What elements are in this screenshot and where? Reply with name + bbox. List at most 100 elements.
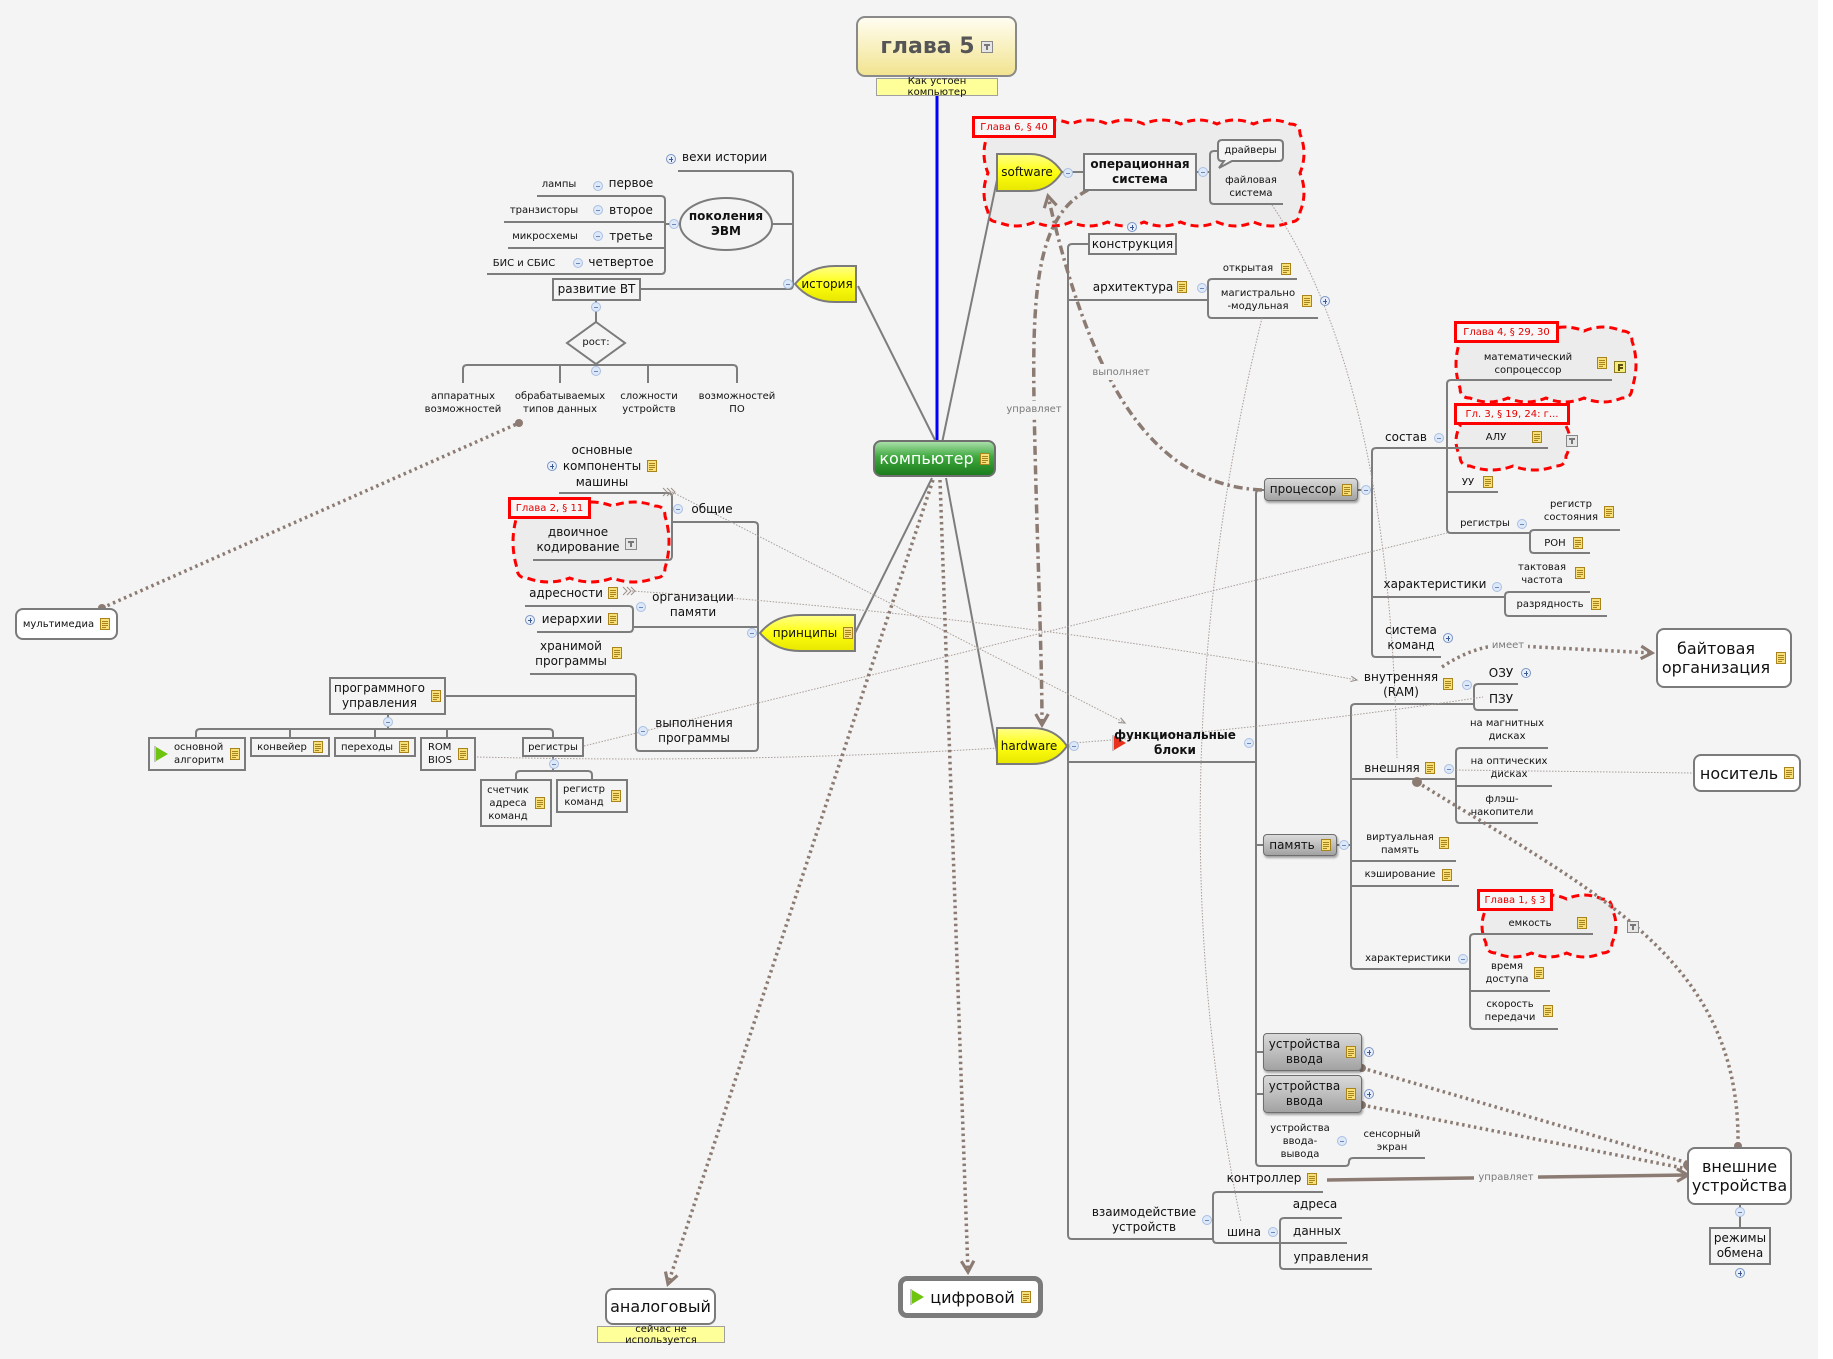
- topic-generation[interactable]: первое: [608, 176, 654, 190]
- note-icon[interactable]: [1443, 678, 1453, 690]
- note-icon[interactable]: [1776, 652, 1787, 664]
- topic-general[interactable]: общие: [691, 501, 733, 516]
- topic-generations[interactable]: поколения ЭВМ: [688, 209, 764, 238]
- collapse-icon[interactable]: [1268, 1227, 1278, 1237]
- topic-execution[interactable]: выполнения программы: [655, 716, 733, 745]
- collapse-icon[interactable]: [783, 279, 793, 289]
- collapse-icon[interactable]: [747, 628, 757, 638]
- topic-open-architecture[interactable]: открытая: [1222, 262, 1274, 274]
- topic-memory-organization[interactable]: организации памяти: [652, 590, 734, 619]
- collapse-icon[interactable]: [1339, 840, 1349, 850]
- topic-hierarchy[interactable]: иерархии: [541, 612, 603, 626]
- expand-icon[interactable]: [666, 154, 676, 164]
- topic-status-register[interactable]: регистр состояния: [1543, 499, 1599, 523]
- note-icon[interactable]: [1573, 537, 1583, 549]
- topic-composition[interactable]: состав: [1385, 430, 1427, 444]
- topic-magnetic-disks[interactable]: на магнитных дисках: [1470, 718, 1544, 742]
- text-note-icon[interactable]: [1566, 435, 1579, 447]
- topic-generation[interactable]: второе: [609, 203, 653, 217]
- topic-pipeline[interactable]: конвейер: [250, 737, 330, 757]
- note-icon[interactable]: [1320, 839, 1331, 851]
- topic-exchange-modes[interactable]: режимы обмена: [1709, 1227, 1771, 1265]
- topic-jumps[interactable]: переходы: [334, 737, 416, 757]
- topic-multimedia[interactable]: мультимедиа: [15, 608, 118, 640]
- relationship-line[interactable]: [631, 590, 1359, 683]
- note-icon[interactable]: [1281, 263, 1291, 275]
- topic-growth[interactable]: рост:: [582, 337, 610, 348]
- collapse-icon[interactable]: [549, 759, 559, 769]
- topic-internal-memory[interactable]: внутренняя (RAM): [1363, 670, 1439, 699]
- note-icon[interactable]: [1543, 1005, 1553, 1017]
- topic-control-bus[interactable]: управления: [1293, 1250, 1369, 1264]
- topic-rom[interactable]: ПЗУ: [1488, 692, 1514, 706]
- expand-icon[interactable]: [1127, 222, 1137, 232]
- topic-generation[interactable]: третье: [609, 229, 653, 243]
- topic-history[interactable]: история: [801, 276, 853, 291]
- topic-milestones[interactable]: вехи истории: [682, 149, 768, 164]
- collapse-icon[interactable]: [669, 219, 679, 229]
- link-chevron-icon[interactable]: [622, 586, 636, 596]
- topic-memory[interactable]: память: [1263, 834, 1337, 856]
- relationship-line[interactable]: [476, 696, 1484, 760]
- collapse-icon[interactable]: [591, 366, 601, 376]
- topic-generation-base[interactable]: транзисторы: [509, 205, 579, 216]
- topic-growth-aspect[interactable]: аппаратных возможностей: [424, 391, 502, 415]
- note-icon[interactable]: [610, 790, 621, 802]
- topic-external-memory[interactable]: внешняя: [1364, 761, 1420, 775]
- note-icon[interactable]: [534, 797, 545, 809]
- topic-input-devices[interactable]: устройства ввода: [1263, 1033, 1362, 1071]
- relationship-executes[interactable]: [1042, 192, 1263, 492]
- boundary-coprocessor[interactable]: [1454, 325, 1638, 404]
- note-icon[interactable]: [1346, 1088, 1357, 1100]
- topic-external-devices[interactable]: внешние устройства: [1687, 1147, 1792, 1205]
- topic-device-interaction[interactable]: взаимодействие устройств: [1091, 1205, 1197, 1234]
- note-icon[interactable]: [1307, 1173, 1317, 1185]
- collapse-icon[interactable]: [591, 302, 601, 312]
- collapse-icon[interactable]: [1244, 738, 1254, 748]
- note-icon[interactable]: [612, 647, 622, 659]
- topic-ram[interactable]: ОЗУ: [1488, 666, 1514, 680]
- collapse-icon[interactable]: [1462, 680, 1472, 690]
- topic-instruction-register[interactable]: регистр команд: [556, 779, 628, 813]
- topic-growth-aspect[interactable]: сложности устройств: [620, 391, 678, 415]
- note-icon[interactable]: [399, 741, 410, 753]
- note-icon[interactable]: [1020, 1291, 1031, 1303]
- topic-functional-blocks[interactable]: функциональные блоки: [1114, 728, 1236, 757]
- note-icon[interactable]: [647, 460, 657, 472]
- topic-generation-base[interactable]: БИС и СБИС: [492, 258, 556, 269]
- note-icon[interactable]: [458, 748, 469, 760]
- relationship-line[interactable]: [671, 491, 1127, 724]
- note-icon[interactable]: [312, 741, 323, 753]
- note-icon[interactable]: [843, 627, 854, 639]
- note-icon[interactable]: [431, 690, 442, 702]
- topic-development[interactable]: развитие ВТ: [552, 278, 641, 301]
- topic-main-algorithm[interactable]: основной алгоритм: [148, 737, 246, 771]
- topic-binary-coding[interactable]: двоичное кодирование: [536, 525, 620, 554]
- topic-cpu-registers[interactable]: регистры: [1460, 517, 1510, 529]
- topic-transfer-rate[interactable]: скорость передачи: [1484, 999, 1536, 1023]
- topic-optical-disks[interactable]: на оптических дисках: [1470, 756, 1548, 780]
- relationship-digital[interactable]: [938, 479, 976, 1276]
- topic-main-components[interactable]: основные компоненты машины: [562, 443, 642, 489]
- topic-software[interactable]: software: [1001, 165, 1053, 179]
- collapse-icon[interactable]: [1197, 283, 1207, 293]
- text-note-icon[interactable]: [980, 40, 993, 53]
- topic-construction[interactable]: конструкция: [1088, 233, 1177, 255]
- text-note-icon[interactable]: [1627, 921, 1640, 933]
- note-icon[interactable]: [1534, 967, 1544, 979]
- note-icon[interactable]: [1442, 869, 1452, 881]
- topic-data-bus[interactable]: данных: [1293, 1224, 1341, 1238]
- note-icon[interactable]: [1346, 1046, 1357, 1058]
- topic-analog[interactable]: аналоговый: [605, 1288, 716, 1325]
- topic-control-unit[interactable]: УУ: [1461, 476, 1475, 488]
- boundary-binary-coding[interactable]: [511, 500, 671, 584]
- topic-touchscreen[interactable]: сенсорный экран: [1363, 1129, 1421, 1153]
- note-icon[interactable]: [1483, 476, 1493, 488]
- collapse-icon[interactable]: [593, 181, 603, 191]
- topic-caching[interactable]: кэширование: [1364, 868, 1436, 880]
- note-icon[interactable]: [1177, 281, 1187, 293]
- collapse-icon[interactable]: [573, 258, 583, 268]
- topic-coprocessor[interactable]: математический сопроцессор: [1483, 352, 1573, 376]
- collapse-icon[interactable]: [1458, 954, 1468, 964]
- topic-bus[interactable]: шина: [1227, 1225, 1261, 1239]
